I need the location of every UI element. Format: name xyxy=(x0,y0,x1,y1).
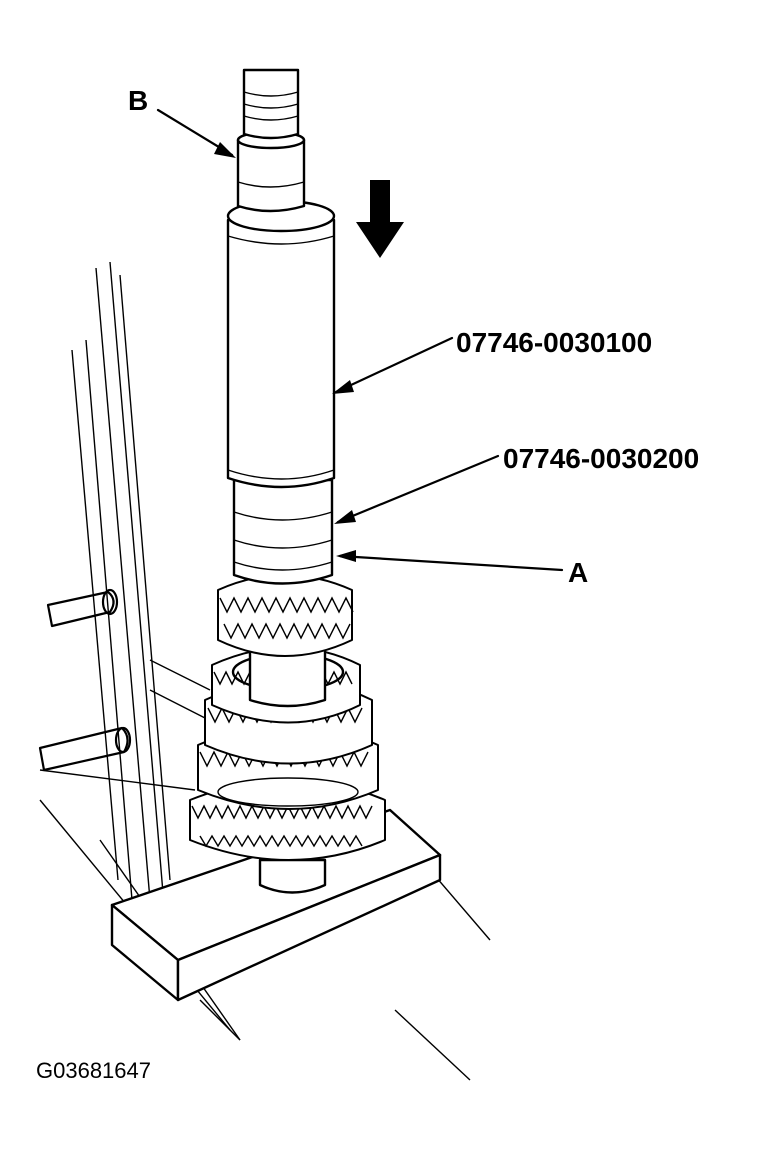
figure-code: G03681647 xyxy=(36,1058,151,1083)
down-arrow-icon xyxy=(356,180,404,258)
leader-lines xyxy=(156,108,564,572)
label-b: B xyxy=(128,85,148,116)
press-rod-upper xyxy=(46,588,119,628)
label-tool-upper: 07746-0030100 xyxy=(456,327,652,358)
installer-tool xyxy=(226,68,336,585)
label-tool-lower: 07746-0030200 xyxy=(503,443,699,474)
press-frame xyxy=(39,261,491,1081)
press-rod-lower xyxy=(38,726,132,772)
gear-stack xyxy=(189,574,386,894)
label-a: A xyxy=(568,557,588,588)
